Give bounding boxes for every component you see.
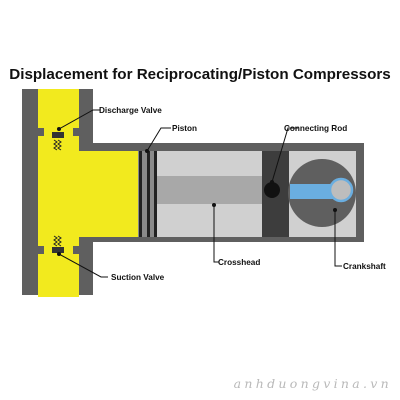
gas-chamber (38, 89, 138, 297)
label-crosshead: Crosshead (218, 258, 260, 267)
valve-seats (22, 128, 93, 254)
crosshead-pin (264, 182, 280, 198)
crosshead (262, 151, 289, 237)
label-piston: Piston (172, 124, 197, 133)
leader-lines (58, 109, 342, 278)
discharge-valve (52, 132, 64, 151)
crankshaft (288, 159, 356, 227)
crank-pin (328, 177, 354, 203)
label-suction-valve: Suction Valve (111, 273, 165, 282)
suction-valve (52, 235, 64, 253)
leader-dots (57, 127, 337, 256)
piston (138, 151, 157, 237)
label-discharge-valve: Discharge Valve (99, 106, 162, 115)
connecting-rod (290, 184, 341, 199)
piston-rod (157, 176, 262, 204)
label-crankshaft: Crankshaft (343, 262, 386, 271)
watermark: anhduongvina.vn (234, 376, 392, 391)
label-connecting-rod: Connecting Rod (284, 124, 347, 133)
diagram-title: Displacement for Reciprocating/Piston Co… (9, 66, 390, 83)
